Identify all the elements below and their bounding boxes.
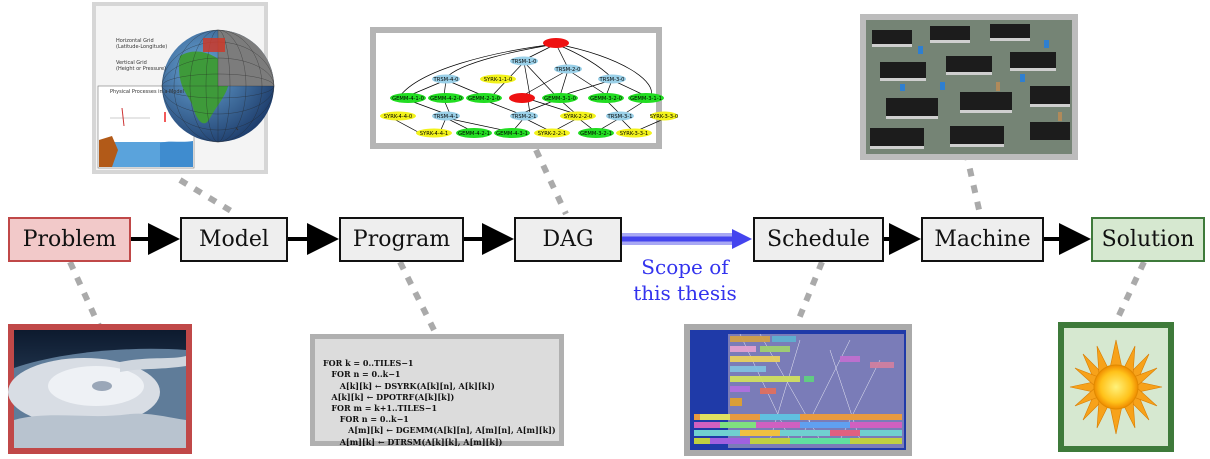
code-line: FOR m = k+1..TILES−1 bbox=[323, 403, 438, 414]
code-line: A[k][k] ← DSYRK(A[k][n], A[k][k]) bbox=[323, 380, 495, 391]
dag-node: GEMM-3-1-0 bbox=[544, 96, 576, 102]
model-image bbox=[92, 2, 275, 174]
code-line: A[k][k] ← DPOTRF(A[k][k]) bbox=[323, 391, 455, 402]
solution-box: Solution bbox=[1091, 217, 1205, 262]
dag-node: GEMM-4-2-1 bbox=[458, 131, 490, 137]
machine-box: Machine bbox=[921, 217, 1044, 262]
dag-node: GEMM-4-1-0 bbox=[392, 96, 424, 102]
code-line: FOR n = 0..k−1 bbox=[323, 369, 401, 380]
dag-node: GEMM-3-1-1 bbox=[630, 96, 662, 102]
dag-node: GEMM-4-3-1 bbox=[496, 131, 528, 137]
model-label-physical-processes: Physical Processes in a Model bbox=[110, 89, 184, 95]
dag-node: GEMM-3-2-0 bbox=[590, 96, 622, 102]
dag-node: GEMM-4-2-0 bbox=[430, 96, 462, 102]
scope-label-line2: this thesis bbox=[633, 281, 737, 305]
scope-label: Scope of this thesis bbox=[610, 254, 760, 306]
dag-node: SYRK-4-4-0 bbox=[384, 114, 412, 120]
model-label-horizontal-grid: Horizontal Grid(Latitude-Longitude) bbox=[116, 38, 168, 50]
dag-image: TRSM-4-0 TRSM-1-0 TRSM-2-0 TRSM-3-0 SYRK… bbox=[370, 27, 678, 149]
dag-node: TRSM-1-0 bbox=[511, 59, 537, 65]
problem-image bbox=[8, 324, 192, 454]
dag-node: TRSM-2-1 bbox=[511, 114, 537, 120]
dag-node: SYRK-4-4-1 bbox=[420, 131, 448, 137]
problem-box: Problem bbox=[8, 217, 131, 262]
dag-node: TRSM-4-0 bbox=[433, 77, 459, 83]
scope-arrow bbox=[622, 229, 752, 249]
dag-node: SYRK-3-3-1 bbox=[620, 131, 648, 137]
model-label-vertical-grid: Vertical Grid(Height or Pressure) bbox=[116, 60, 167, 72]
dag-node: GEMM-3-2-1 bbox=[580, 131, 612, 137]
schedule-box: Schedule bbox=[753, 217, 884, 262]
dag-node: TRSM-4-1 bbox=[433, 114, 459, 120]
dag-node: TRSM-3-1 bbox=[607, 114, 633, 120]
dotted-connectors bbox=[67, 148, 1147, 332]
dag-node: SYRK-1-1-0 bbox=[484, 77, 512, 83]
code-line: FOR k = 0..TILES−1 bbox=[323, 358, 414, 369]
model-box: Model bbox=[180, 217, 288, 262]
dag-node: TRSM-3-0 bbox=[599, 77, 625, 83]
machine-image bbox=[860, 14, 1078, 160]
program-box: Program bbox=[339, 217, 464, 262]
dag-box: DAG bbox=[514, 217, 622, 262]
dag-node: SYRK-3-3-0 bbox=[650, 114, 678, 120]
code-line: A[m][k] ← DGEMM(A[k][n], A[m][n], A[m][k… bbox=[323, 425, 556, 436]
code-line: A[m][k] ← DTRSM(A[k][k], A[m][k]) bbox=[323, 436, 503, 447]
dag-node: GEMM-2-1-0 bbox=[468, 96, 500, 102]
program-code: FOR k = 0..TILES−1 FOR n = 0..k−1 A[k][k… bbox=[310, 334, 564, 447]
dag-node: TRSM-2-0 bbox=[555, 67, 581, 73]
schedule-image bbox=[684, 324, 912, 456]
solution-image bbox=[1058, 322, 1174, 452]
dag-node: SYRK-2-2-0 bbox=[564, 114, 592, 120]
dag-node: SYRK-2-2-1 bbox=[538, 131, 566, 137]
code-line: FOR n = 0..k−1 bbox=[323, 414, 409, 425]
scope-label-line1: Scope of bbox=[641, 255, 729, 279]
